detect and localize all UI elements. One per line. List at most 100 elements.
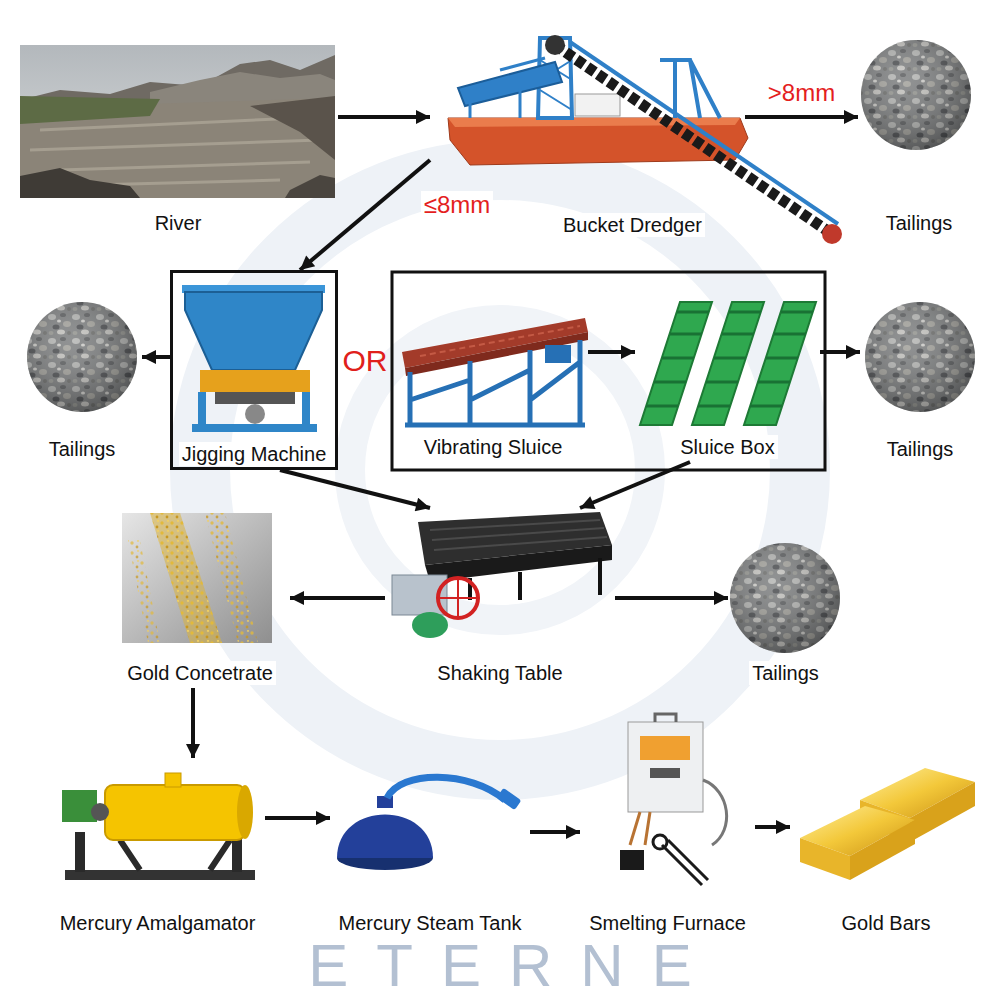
shaking-table xyxy=(412,612,448,638)
gold-concentrate-photo xyxy=(128,540,160,643)
gold-bars xyxy=(800,838,850,880)
tailings-pile xyxy=(27,302,137,412)
mercury-amalgamator xyxy=(62,790,97,822)
photo-node: River xyxy=(18,42,338,238)
river-photo xyxy=(20,168,140,198)
mercury-steam-tank xyxy=(337,777,521,870)
machine-node: Sluice Box xyxy=(635,290,820,462)
node-caption: Tailings xyxy=(46,437,119,461)
river-photo xyxy=(20,96,160,124)
shaking-table xyxy=(392,512,612,638)
flow-arrow xyxy=(290,596,385,600)
jigging-machine xyxy=(185,292,322,370)
flow-arrow xyxy=(265,816,330,820)
river-photo xyxy=(250,96,335,160)
bucket-dredger xyxy=(545,35,565,55)
product-node: Gold Concetrate xyxy=(110,508,290,688)
tailings-pile xyxy=(861,40,971,150)
size-label: >8mm xyxy=(765,79,838,107)
machine-node: Smelting Furnace xyxy=(580,715,755,938)
tailings-pile xyxy=(861,40,971,150)
mercury-amalgamator xyxy=(165,773,181,787)
node-caption: Mercury Steam Tank xyxy=(335,911,524,935)
gold-concentrate-photo xyxy=(122,513,272,643)
tailings-node: Tailings xyxy=(860,298,980,464)
jigging-machine xyxy=(182,285,325,432)
or-label: OR xyxy=(343,344,388,377)
gold-bars xyxy=(910,782,975,842)
smelting-furnace xyxy=(640,736,690,760)
product-node: Gold Bars xyxy=(790,750,982,938)
node-caption: Mercury Amalgamator xyxy=(57,911,259,935)
node-caption: Sluice Box xyxy=(677,435,778,459)
bucket-dredger xyxy=(822,224,842,244)
tailings-node: Tailings xyxy=(858,38,980,238)
sluice-box xyxy=(698,312,761,406)
smelting-furnace xyxy=(620,850,644,870)
river-photo xyxy=(20,45,335,198)
node-caption: Tailings xyxy=(749,661,822,685)
flow-arrow xyxy=(588,350,635,354)
node-caption: Jigging Machine xyxy=(179,442,330,466)
flow-arrow xyxy=(530,830,580,834)
jigging-machine xyxy=(245,404,265,424)
mercury-amalgamator xyxy=(105,785,245,840)
mercury-steam-tank xyxy=(337,815,433,859)
bucket-dredger xyxy=(448,35,842,244)
node-caption: River xyxy=(152,211,205,235)
tailings-pile xyxy=(27,40,975,653)
gold-concentrate-photo xyxy=(205,513,258,643)
tailings-pile xyxy=(865,302,975,412)
flow-arrow xyxy=(745,115,858,119)
mercury-amalgamator xyxy=(120,840,230,870)
smelting-furnace xyxy=(653,835,667,849)
vibrating-sluice xyxy=(405,340,585,425)
vibrating-sluice xyxy=(545,345,571,363)
bucket-dredger xyxy=(470,58,545,118)
jigging-machine xyxy=(200,370,310,392)
smelting-furnace xyxy=(630,812,650,845)
gold-concentrate-photo xyxy=(122,513,272,643)
mercury-amalgamator xyxy=(65,870,255,880)
sluice-box xyxy=(744,302,816,425)
node-caption: Shaking Table xyxy=(434,661,565,685)
smelting-furnace xyxy=(650,768,680,778)
node-caption: Gold Bars xyxy=(839,911,934,935)
smelting-furnace xyxy=(655,714,676,722)
flow-arrow xyxy=(300,160,430,270)
smelting-furnace xyxy=(620,714,727,885)
mercury-steam-tank xyxy=(387,777,505,800)
vibrating-sluice xyxy=(402,318,588,425)
size-label: ≤8mm xyxy=(421,191,494,219)
tailings-pile xyxy=(730,543,840,653)
smelting-furnace xyxy=(628,722,703,812)
sluice-group-outline xyxy=(392,272,825,470)
flow-arrow xyxy=(142,355,170,359)
sluice-group-outline xyxy=(392,272,825,470)
mercury-amalgamator xyxy=(75,832,85,872)
shaking-table xyxy=(470,558,600,600)
bucket-dredger xyxy=(570,42,838,224)
flow-arrow xyxy=(580,462,690,508)
gold-bars xyxy=(800,768,975,880)
flow-arrow xyxy=(615,596,728,600)
tailings-pile xyxy=(865,302,975,412)
bucket-dredger xyxy=(555,45,835,236)
tailings-pile xyxy=(27,302,137,412)
shaking-table xyxy=(430,520,607,550)
mercury-amalgamator xyxy=(91,803,109,821)
tailings-node: Tailings xyxy=(22,298,142,464)
node-caption: Tailings xyxy=(884,437,957,461)
sluice-box xyxy=(750,312,813,406)
flow-arrow xyxy=(191,688,195,758)
machine-box: Jigging Machine xyxy=(170,270,338,470)
machine-node: Shaking Table xyxy=(385,508,615,688)
node-caption: Gold Concetrate xyxy=(124,661,276,685)
node-caption: Smelting Furnace xyxy=(586,911,749,935)
shaking-table xyxy=(438,578,478,618)
bucket-dredger xyxy=(575,94,620,116)
node-caption: Bucket Dredger xyxy=(560,213,705,237)
jigging-machine xyxy=(215,392,295,404)
